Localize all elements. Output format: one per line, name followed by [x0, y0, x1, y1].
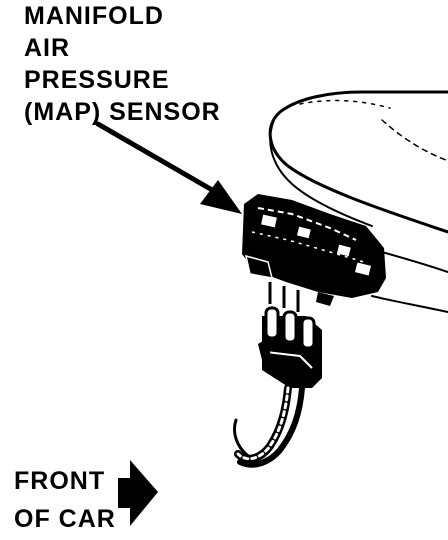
wiring-harness: [233, 384, 305, 468]
air-cleaner-housing: [268, 90, 448, 313]
leader-arrow: [95, 121, 242, 214]
front-of-car-label: FRONT OF CAR: [14, 462, 116, 538]
front-label-line-2: OF CAR: [14, 505, 116, 533]
front-label-line-1: FRONT: [14, 467, 106, 495]
sensor-terminal-pins: [268, 282, 300, 312]
callout-line-1: MANIFOLD: [24, 2, 164, 30]
map-sensor-callout: MANIFOLD AIR PRESSURE (MAP) SENSOR: [24, 0, 221, 128]
map-sensor-body: [242, 194, 386, 306]
callout-line-3: PRESSURE: [24, 66, 170, 94]
callout-line-2: AIR: [24, 34, 71, 62]
callout-line-4: (MAP) SENSOR: [24, 98, 221, 126]
front-direction-arrow-icon: [118, 460, 158, 526]
wiring-connector: [258, 306, 322, 388]
